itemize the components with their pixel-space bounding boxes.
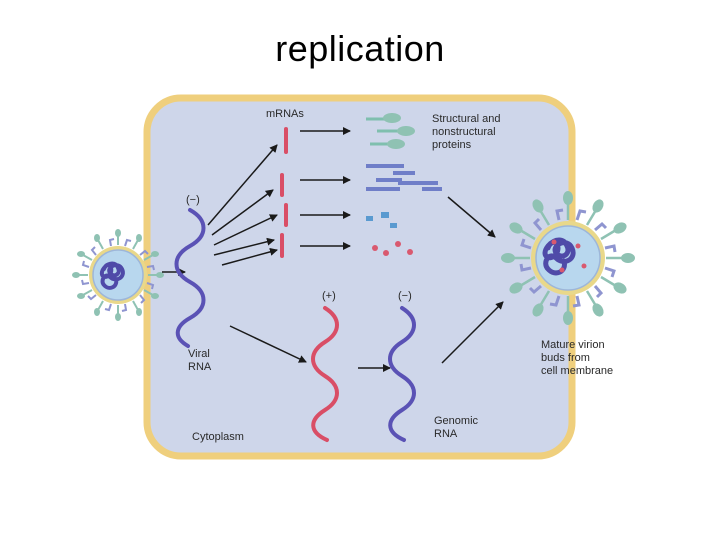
- negative-strand-label-right: (−): [398, 290, 412, 302]
- proteins-label-line1: Structural and: [432, 113, 500, 125]
- assembly-arrow-top: [447, 196, 496, 238]
- transcription-arrows: [207, 144, 278, 266]
- structural-proteins-glyph: [366, 113, 415, 149]
- protein-squares-glyph: [366, 212, 397, 228]
- entering-virion: [72, 229, 164, 321]
- positive-strand-label: (+): [322, 290, 336, 302]
- cytoplasm-label: Cytoplasm: [192, 431, 244, 443]
- mature-virion-label-line2: buds from: [541, 352, 590, 364]
- genomic-rna-label-line2: RNA: [434, 428, 458, 440]
- replication-arrow: [229, 325, 307, 363]
- protein-dots-glyph: [372, 241, 413, 256]
- negative-strand-label-top: (−): [186, 194, 200, 206]
- virion-spikes-left: [72, 229, 164, 321]
- viral-rna-strand: [174, 208, 206, 348]
- viral-rna-label-line1: Viral: [188, 348, 210, 360]
- mature-virion: [501, 191, 635, 325]
- mature-virion-label-line1: Mature virion: [541, 339, 605, 351]
- proteins-label-line3: proteins: [432, 139, 472, 151]
- cell-membrane: [143, 94, 576, 460]
- assembly-arrow-bottom: [441, 301, 504, 364]
- mature-virion-label-line3: cell membrane: [541, 365, 613, 377]
- protein-bars-glyph: [366, 164, 442, 191]
- virion-genome-left: [99, 261, 125, 290]
- mrna-bars: [280, 127, 288, 258]
- genomic-rna-strand: [388, 306, 416, 442]
- positive-rna-strand: [311, 306, 339, 442]
- genomic-rna-label-line1: Genomic: [434, 415, 479, 427]
- proteins-label-line2: nonstructural: [432, 126, 496, 138]
- slide-title: replication: [275, 28, 445, 69]
- translation-arrows: [300, 127, 351, 250]
- mrnas-label: mRNAs: [266, 108, 304, 120]
- viral-rna-label-line2: RNA: [188, 361, 212, 373]
